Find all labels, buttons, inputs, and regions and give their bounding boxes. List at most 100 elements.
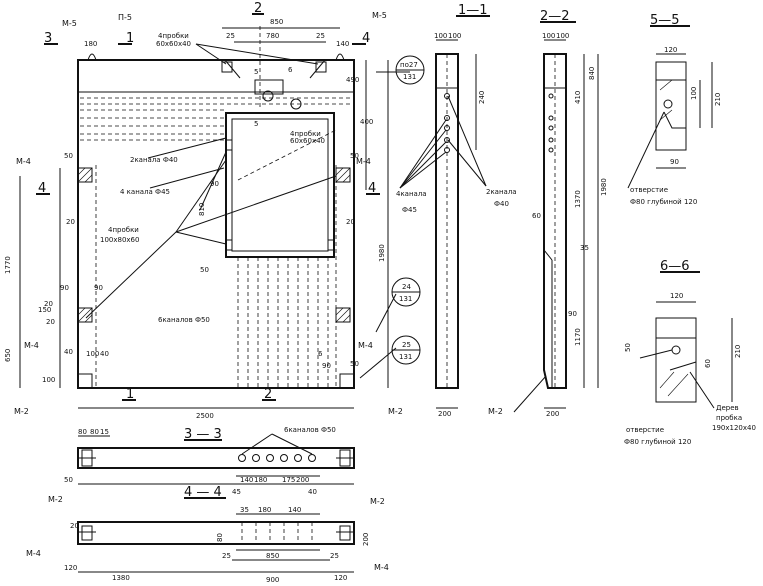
svg-text:120: 120 <box>64 564 77 572</box>
svg-text:1370: 1370 <box>574 190 582 208</box>
svg-text:4пробки: 4пробки <box>158 32 189 40</box>
mark-m5: M-5 <box>62 19 77 28</box>
mark-p5: П-5 <box>118 13 132 22</box>
svg-text:50: 50 <box>64 152 73 160</box>
svg-text:190х120х40: 190х120х40 <box>712 424 756 432</box>
svg-text:Ф80 глубиной 120: Ф80 глубиной 120 <box>630 198 697 206</box>
svg-text:100: 100 <box>86 350 99 358</box>
cut-label: 2 <box>264 387 272 402</box>
cut-label: 4 <box>362 31 370 46</box>
svg-text:100х80х60: 100х80х60 <box>100 236 139 244</box>
svg-text:40: 40 <box>64 348 73 356</box>
svg-text:пробка: пробка <box>716 414 742 422</box>
svg-text:25: 25 <box>316 32 325 40</box>
svg-text:4канала: 4канала <box>396 190 427 198</box>
svg-text:120: 120 <box>334 574 347 582</box>
svg-text:400: 400 <box>360 118 373 126</box>
svg-text:90: 90 <box>210 180 219 188</box>
svg-text:180: 180 <box>258 506 271 514</box>
cut-label: 1 <box>126 387 134 402</box>
svg-text:200: 200 <box>546 410 559 418</box>
cut-label: 1 <box>126 31 134 46</box>
main-labels: M-5 П-5 M-5 3 1 4 2 4 4 1 2 4пробки 60х6… <box>4 1 425 420</box>
svg-text:131: 131 <box>399 295 412 303</box>
section-6-6: 6—6 120 210 50 60 отверстие Ф80 глубиной… <box>624 259 756 446</box>
svg-text:отверстие: отверстие <box>630 186 668 194</box>
svg-text:490: 490 <box>346 76 359 84</box>
lift-loop-left <box>87 53 97 61</box>
svg-text:20: 20 <box>46 318 55 326</box>
svg-text:20: 20 <box>44 300 53 308</box>
bevel <box>224 59 241 79</box>
section-3-3: 3 — 3 80 80 15 45 140 180 175 200 50 40 … <box>64 426 355 496</box>
window-inner <box>231 118 329 252</box>
window-opening <box>225 112 335 258</box>
svg-text:200: 200 <box>438 410 451 418</box>
svg-text:1170: 1170 <box>574 328 582 346</box>
svg-text:131: 131 <box>399 353 412 361</box>
svg-text:150: 150 <box>38 306 51 314</box>
svg-text:2канала Ф40: 2канала Ф40 <box>130 156 178 164</box>
svg-text:100: 100 <box>556 32 569 40</box>
svg-text:Дерев: Дерев <box>716 404 739 412</box>
svg-text:M-4: M-4 <box>358 341 373 350</box>
svg-text:120: 120 <box>664 46 677 54</box>
svg-text:M-4: M-4 <box>26 549 41 558</box>
bevel <box>309 59 326 79</box>
svg-text:90: 90 <box>322 362 331 370</box>
svg-text:140: 140 <box>240 476 253 484</box>
svg-text:M-4: M-4 <box>24 341 39 350</box>
svg-text:50: 50 <box>64 476 73 484</box>
svg-text:45: 45 <box>232 488 241 496</box>
svg-text:131: 131 <box>403 73 416 81</box>
svg-text:40: 40 <box>100 350 109 358</box>
svg-text:20: 20 <box>346 218 355 226</box>
svg-text:Ф45: Ф45 <box>402 206 417 214</box>
svg-text:1980: 1980 <box>378 244 386 262</box>
main-elevation <box>19 13 410 409</box>
section-title: 5—5 <box>650 13 680 28</box>
svg-text:Ф80 глубиной 120: Ф80 глубиной 120 <box>624 438 691 446</box>
svg-text:25: 25 <box>330 552 339 560</box>
svg-text:850: 850 <box>266 552 279 560</box>
svg-text:M-4: M-4 <box>374 563 389 572</box>
svg-text:40: 40 <box>308 488 317 496</box>
svg-text:20: 20 <box>70 522 79 530</box>
svg-text:25: 25 <box>222 552 231 560</box>
svg-text:90: 90 <box>60 284 69 292</box>
svg-text:24: 24 <box>402 283 411 291</box>
svg-text:отверстие: отверстие <box>626 426 664 434</box>
svg-text:650: 650 <box>4 349 12 362</box>
svg-text:60: 60 <box>532 212 541 220</box>
svg-text:M-2: M-2 <box>488 407 503 416</box>
svg-text:780: 780 <box>266 32 279 40</box>
svg-text:100: 100 <box>690 87 698 100</box>
cut-label: 4 <box>368 181 376 196</box>
svg-text:15: 15 <box>100 428 109 436</box>
svg-text:240: 240 <box>478 91 486 104</box>
cut-label: 3 <box>44 31 52 46</box>
svg-text:1770: 1770 <box>4 256 12 274</box>
svg-text:80: 80 <box>90 428 99 436</box>
section-title: 6—6 <box>660 259 690 274</box>
svg-text:4пробки: 4пробки <box>108 226 139 234</box>
svg-text:180: 180 <box>254 476 267 484</box>
svg-text:210: 210 <box>734 345 742 358</box>
lift-loop-right <box>335 53 345 61</box>
svg-text:210: 210 <box>714 93 722 106</box>
svg-text:M-2: M-2 <box>388 407 403 416</box>
svg-text:900: 900 <box>266 576 279 584</box>
svg-text:6: 6 <box>288 66 293 74</box>
svg-text:200: 200 <box>362 533 370 546</box>
section-title: 2—2 <box>540 9 570 24</box>
cut-label: 2 <box>254 1 262 16</box>
svg-text:4 канала Ф45: 4 канала Ф45 <box>120 188 170 196</box>
svg-text:25: 25 <box>226 32 235 40</box>
svg-text:140: 140 <box>336 40 349 48</box>
block-outline <box>77 59 355 389</box>
svg-text:6каналов Ф50: 6каналов Ф50 <box>284 426 336 434</box>
svg-text:6: 6 <box>318 350 323 358</box>
svg-text:60х60х40: 60х60х40 <box>290 137 325 145</box>
svg-text:80: 80 <box>78 428 87 436</box>
svg-text:2500: 2500 <box>196 412 214 420</box>
